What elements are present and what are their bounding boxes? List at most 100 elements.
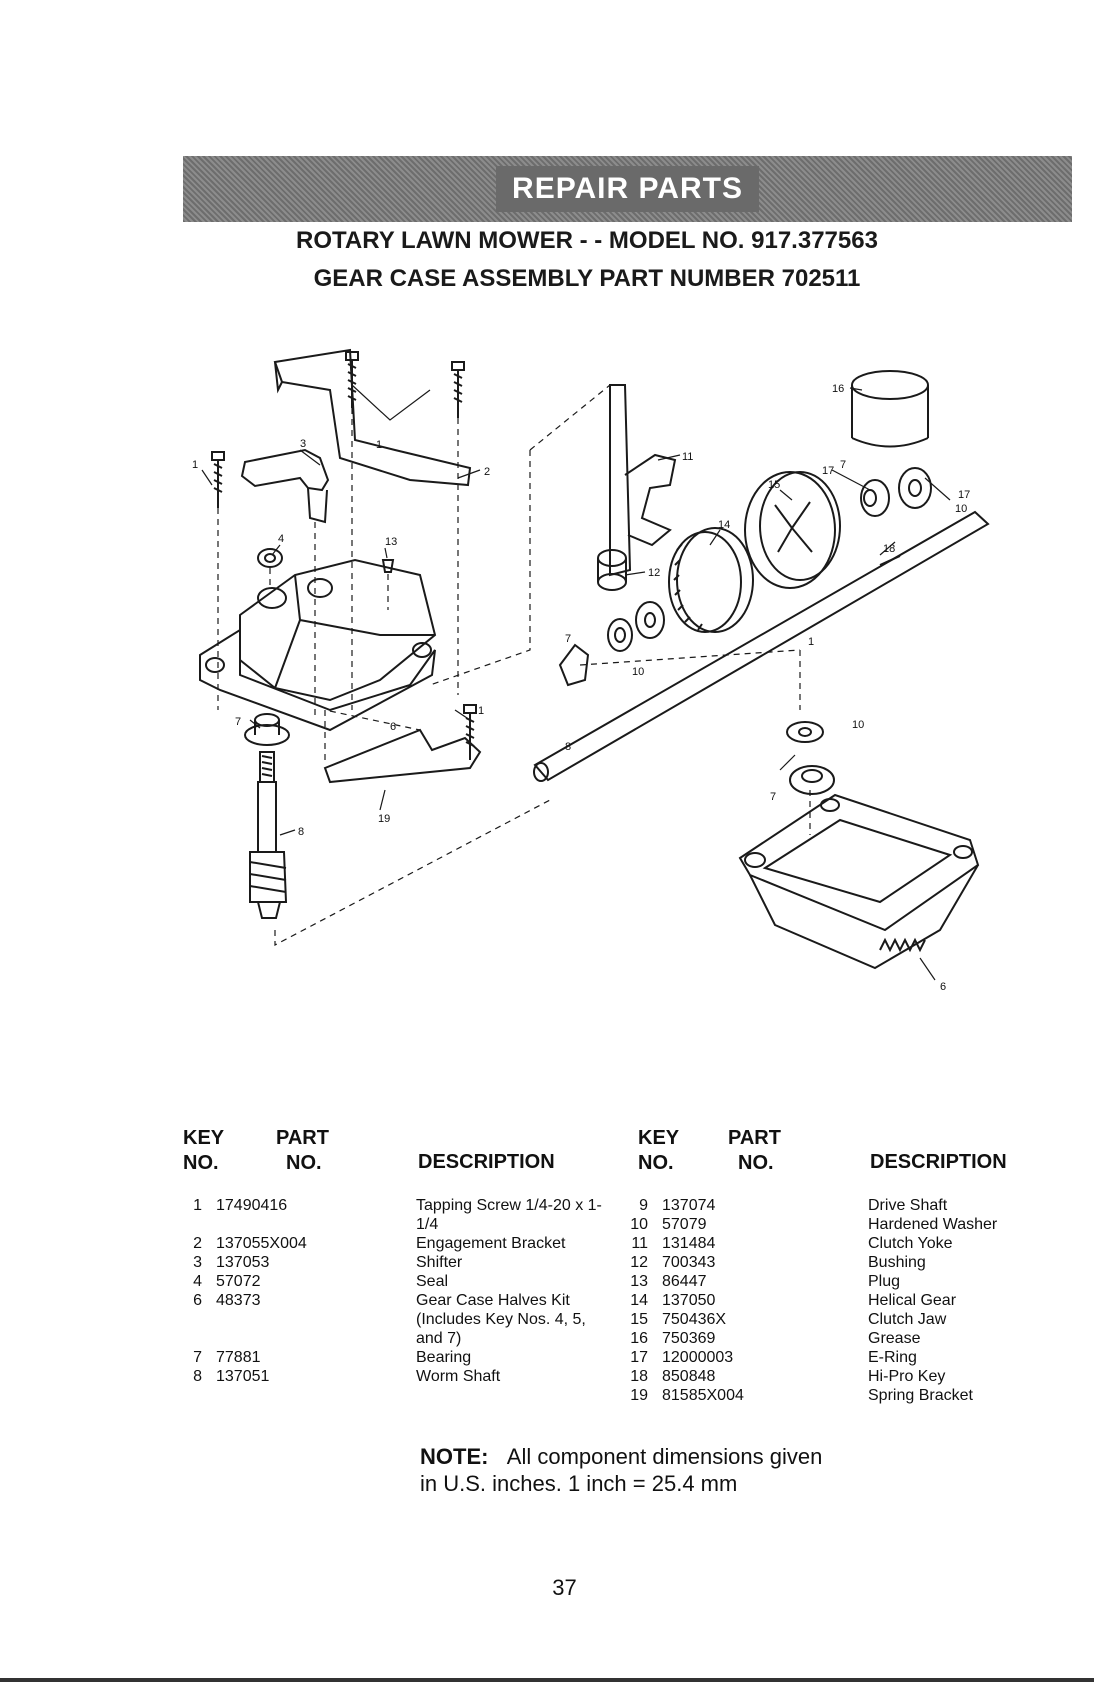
grease-drawing — [851, 370, 929, 448]
part-key-no: 12 — [630, 1254, 648, 1271]
gear-case-drawing — [199, 558, 437, 732]
part-description: Helical Gear — [868, 1292, 957, 1309]
callout-7: 7 — [770, 791, 776, 803]
part-number: 57079 — [662, 1216, 707, 1233]
note-text-2: in U.S. inches. 1 inch = 25.4 mm — [420, 1471, 738, 1496]
bearing-drawing — [244, 713, 290, 746]
part-number: 750436X — [662, 1311, 727, 1328]
callout-3: 3 — [300, 438, 306, 450]
part-number: 137053 — [216, 1254, 270, 1271]
note-label: NOTE: — [420, 1444, 489, 1469]
part-number: 131484 — [662, 1235, 716, 1252]
part-key-no: 13 — [630, 1273, 648, 1290]
part-description: Seal — [416, 1273, 449, 1290]
part-number: 57072 — [216, 1273, 261, 1290]
assembly-title: GEAR CASE ASSEMBLY PART NUMBER 702511 — [313, 265, 861, 292]
part-description: Tapping Screw 1/4-20 x 1-1/4 — [416, 1197, 602, 1233]
part-description: Hi-Pro Key — [868, 1368, 946, 1385]
note-text: All component dimensions given — [506, 1444, 823, 1469]
callout-8: 8 — [298, 826, 304, 838]
description-header-right: DESCRIPTION — [870, 1151, 1007, 1173]
part-key-no: 19 — [630, 1387, 648, 1404]
parts-list-left: 1 17490416 Tapping Screw 1/4-20 x 1-1/4 2 13… — [186, 1196, 626, 1396]
part-number: 17490416 — [216, 1197, 288, 1214]
part-number: 700343 — [662, 1254, 716, 1271]
spring-bracket-drawing — [323, 728, 482, 784]
callout-6: 6 — [940, 981, 946, 993]
drive-shaft-drawing — [533, 510, 990, 782]
part-number: 48373 — [216, 1292, 261, 1309]
clutch-jaw-drawing — [744, 471, 841, 589]
part-description: Engagement Bracket — [416, 1235, 566, 1252]
bottom-border — [0, 1678, 1094, 1682]
parts-list-right: 9 137074 Drive Shaft 10 57079 Hardened Washer… — [630, 1196, 1072, 1426]
dimension-note: NOTE: All component dimensions given in … — [420, 1443, 822, 1497]
part-number: 137074 — [662, 1197, 716, 1214]
part-description: Gear Case Halves Kit (Includes Key Nos. … — [416, 1292, 586, 1347]
model-title: ROTARY LAWN MOWER - - MODEL NO. 917.3775… — [296, 227, 878, 254]
part-description: Shifter — [416, 1254, 463, 1271]
page-number: 37 — [552, 1575, 577, 1600]
callout-1: 1 — [192, 459, 198, 471]
part-key-no: 3 — [193, 1254, 202, 1271]
callout-12: 12 — [648, 567, 660, 579]
callout-6: 6 — [390, 721, 396, 733]
part-number: 137051 — [216, 1368, 270, 1385]
callout-16: 16 — [832, 383, 844, 395]
part-key-no: 16 — [630, 1330, 648, 1347]
part-number: 81585X004 — [662, 1387, 744, 1404]
callout-7: 7 — [565, 633, 571, 645]
seal-drawing — [257, 548, 283, 568]
callout-2: 2 — [484, 466, 490, 478]
part-description: Spring Bracket — [868, 1387, 973, 1404]
part-number: 12000003 — [662, 1349, 734, 1366]
callout-10: 10 — [852, 719, 864, 731]
callout-10: 10 — [632, 666, 644, 678]
callout-17: 17 — [958, 489, 970, 501]
plug-drawing — [381, 559, 395, 573]
part-description: Worm Shaft — [416, 1368, 501, 1385]
callout-1: 1 — [808, 636, 814, 648]
part-number: 137050 — [662, 1292, 716, 1309]
part-key-no: 6 — [193, 1292, 202, 1309]
bushing-drawing — [597, 549, 627, 591]
repair-parts-banner: REPAIR PARTS — [183, 156, 1072, 222]
part-key-no: 9 — [639, 1197, 648, 1214]
lower-gear-case-drawing — [738, 793, 980, 970]
part-key-no: 17 — [630, 1349, 648, 1366]
part-description: Clutch Yoke — [868, 1235, 953, 1252]
callout-10: 10 — [955, 503, 967, 515]
callout-15: 15 — [768, 479, 780, 491]
part-description: Plug — [868, 1273, 901, 1290]
part-key-no: 8 — [193, 1368, 202, 1385]
callout-17: 17 — [822, 465, 834, 477]
part-key-no: 18 — [630, 1368, 648, 1385]
part-key-no: 2 — [193, 1235, 202, 1252]
part-number: 86447 — [662, 1273, 707, 1290]
callout-13: 13 — [385, 536, 397, 548]
part-description: Clutch Jaw — [868, 1311, 947, 1328]
callout-18: 18 — [883, 543, 895, 555]
part-key-no: 14 — [630, 1292, 648, 1309]
callout-1: 1 — [376, 439, 382, 451]
part-number: 850848 — [662, 1368, 716, 1385]
part-description: E-Ring — [868, 1349, 917, 1366]
clutch-yoke-drawing — [609, 384, 677, 577]
part-key-no: 11 — [631, 1235, 648, 1252]
part-key-no: 4 — [193, 1273, 202, 1290]
exploded-parts-diagram: 1 1 1 1 2 3 4 6 6 7 7 7 7 8 8 10 10 10 1… — [192, 348, 990, 993]
banner-title: REPAIR PARTS — [496, 166, 759, 212]
worm-shaft-drawing — [249, 751, 288, 919]
part-description: Drive Shaft — [868, 1197, 948, 1214]
part-description: Hardened Washer — [868, 1216, 998, 1233]
part-key-no: 1 — [193, 1197, 202, 1214]
part-description: Bushing — [868, 1254, 926, 1271]
part-key-no: 10 — [630, 1216, 648, 1233]
part-description: Bearing — [416, 1349, 472, 1366]
callout-1: 1 — [478, 705, 484, 717]
part-number: 750369 — [662, 1330, 716, 1347]
engagement-bracket-drawing — [273, 348, 472, 487]
